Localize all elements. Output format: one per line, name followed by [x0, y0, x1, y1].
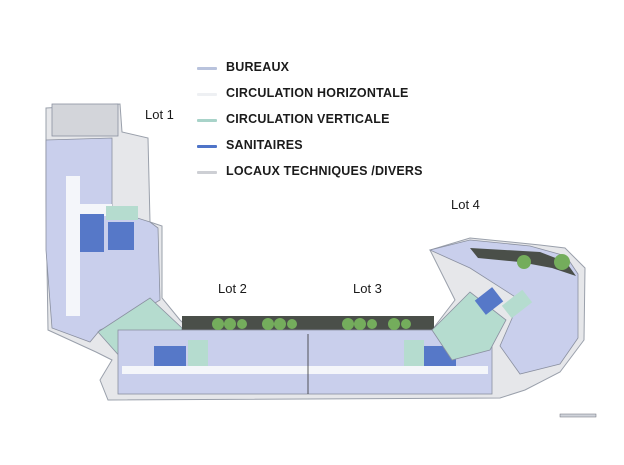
legend-label: CIRCULATION HORIZONTALE [226, 86, 409, 100]
lot2-vertical [188, 340, 208, 366]
lot1-corridor-h [66, 204, 112, 216]
lot1-corridor [66, 176, 80, 316]
legend-swatch [197, 145, 217, 148]
legend-swatch [197, 119, 217, 122]
lot-label-4: Lot 4 [451, 197, 480, 212]
legend-label: LOCAUX TECHNIQUES /DIVERS [226, 164, 423, 178]
lot1-core-vertical [106, 206, 138, 220]
legend-swatch [197, 171, 217, 174]
legend-swatch [197, 93, 217, 96]
lot1-top-technical [51, 103, 119, 137]
lot3-vertical [404, 340, 424, 366]
legend-label: CIRCULATION VERTICALE [226, 112, 390, 126]
legend-swatch [197, 67, 217, 70]
lot1-core-sanitary [80, 214, 104, 252]
lot4-sanitary [474, 287, 504, 315]
lot-label-2: Lot 2 [218, 281, 247, 296]
scale-bar [559, 413, 597, 418]
trees [212, 254, 570, 330]
legend-label: SANITAIRES [226, 138, 303, 152]
lot2-lot3-corridor [122, 366, 488, 374]
lot1-core-sanitary-2 [108, 222, 134, 250]
lot4-vertical [501, 289, 533, 319]
lot-label-3: Lot 3 [353, 281, 382, 296]
lot-label-1: Lot 1 [145, 107, 174, 122]
lot2-sanitary [154, 346, 186, 366]
lot4-offices [428, 239, 579, 375]
legend-label: BUREAUX [226, 60, 290, 74]
